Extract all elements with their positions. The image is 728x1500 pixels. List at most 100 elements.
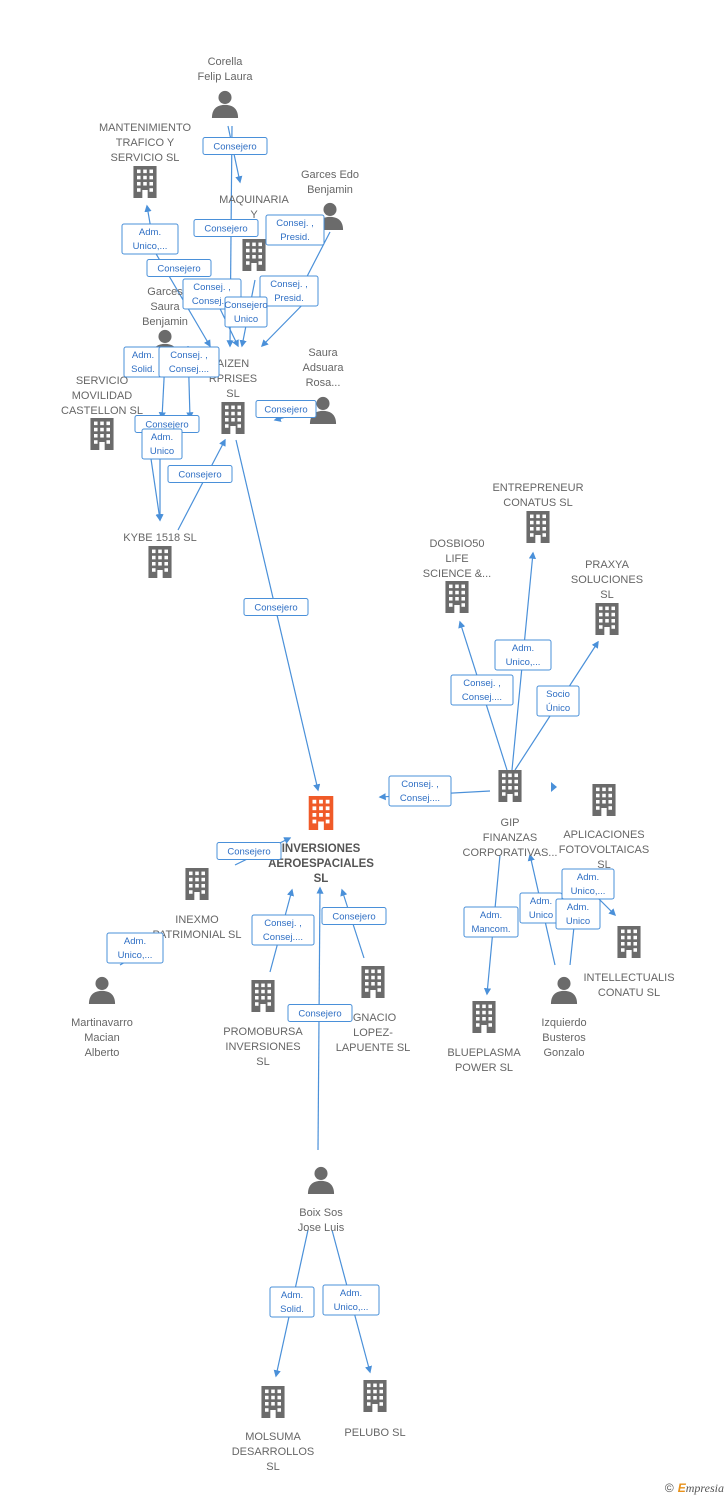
relation-label-text: Unico,... bbox=[571, 886, 606, 897]
relation-label-text: Adm. bbox=[281, 1290, 303, 1301]
node-label: CASTELLON SL bbox=[61, 405, 143, 417]
relation-label-box bbox=[255, 400, 317, 418]
relation-label-text: Consejero bbox=[254, 603, 297, 614]
relation-label[interactable]: Adm.Mancom. bbox=[463, 906, 519, 938]
relation-label[interactable]: Consejero bbox=[202, 137, 268, 155]
person-node[interactable]: SauraAdsuaraRosa... bbox=[303, 347, 345, 424]
node-label: Macian bbox=[84, 1032, 119, 1044]
relation-label-box bbox=[536, 685, 580, 717]
relation-label-text: Unico bbox=[566, 916, 590, 927]
relation-label-text: Consej.... bbox=[462, 692, 502, 703]
node-label: Garces bbox=[147, 286, 183, 298]
relation-label[interactable]: Consejero bbox=[167, 465, 233, 483]
relation-label-box bbox=[494, 639, 552, 671]
relation-label-text: Consej. , bbox=[401, 779, 439, 790]
relation-label-text: Unico bbox=[234, 314, 258, 325]
building-icon bbox=[472, 1001, 496, 1033]
relation-label[interactable]: Adm.Unico bbox=[141, 428, 183, 460]
relation-label-text: Presid. bbox=[274, 293, 304, 304]
node-label: CONATUS SL bbox=[503, 497, 572, 509]
relation-label[interactable]: Adm.Unico,... bbox=[322, 1284, 380, 1316]
relation-label[interactable]: Consejero bbox=[287, 1004, 353, 1022]
node-label: POWER SL bbox=[455, 1062, 513, 1074]
relation-label-text: Adm. bbox=[340, 1288, 362, 1299]
relation-label[interactable]: Consej. ,Consej.... bbox=[251, 914, 315, 946]
relation-label-box bbox=[121, 223, 179, 255]
building-icon bbox=[308, 796, 334, 830]
relation-label-text: Unico,... bbox=[133, 241, 168, 252]
relation-label[interactable]: Consejero bbox=[321, 907, 387, 925]
relation-label-text: Unico bbox=[150, 446, 174, 457]
relation-label[interactable]: Consejero bbox=[146, 259, 212, 277]
relation-label[interactable]: Consej. ,Presid. bbox=[265, 214, 325, 246]
relation-label-box bbox=[321, 907, 387, 925]
relation-label[interactable]: Consejero bbox=[193, 219, 259, 237]
relation-label[interactable]: Consej. ,Consej.... bbox=[450, 674, 514, 706]
relation-label[interactable]: Consejero bbox=[243, 598, 309, 616]
relation-label[interactable]: Consejero bbox=[216, 842, 282, 860]
footer-brand[interactable]: ©Empresia bbox=[665, 1481, 724, 1496]
building-icon bbox=[242, 239, 266, 271]
node-label: Gonzalo bbox=[544, 1047, 585, 1059]
relation-label[interactable]: Adm.Unico,... bbox=[494, 639, 552, 671]
node-label: SL bbox=[266, 1461, 279, 1473]
relation-label-text: Consej.... bbox=[169, 364, 209, 375]
relation-label-text: Consejero bbox=[224, 300, 267, 311]
relation-label-text: Solid. bbox=[131, 364, 155, 375]
node-label: Izquierdo bbox=[541, 1017, 586, 1029]
relation-label[interactable]: Adm. Solid. bbox=[269, 1286, 315, 1318]
relation-label-box bbox=[106, 932, 164, 964]
relation-label-text: Consejero bbox=[157, 264, 200, 275]
relation-edge bbox=[177, 438, 226, 531]
relation-label-box bbox=[251, 914, 315, 946]
relation-label-text: Solid. bbox=[280, 1304, 304, 1315]
relation-label[interactable]: Consej. ,Presid. bbox=[259, 275, 319, 307]
edges-layer bbox=[119, 125, 617, 1378]
relation-label-text: Adm. bbox=[124, 936, 146, 947]
company-node[interactable]: GIPFINANZASCORPORATIVAS... bbox=[463, 770, 558, 859]
relation-label-box bbox=[167, 465, 233, 483]
relation-label[interactable]: Consejero bbox=[255, 400, 317, 418]
relation-label-box bbox=[193, 219, 259, 237]
company-node[interactable]: PELUBO SL bbox=[344, 1380, 406, 1439]
node-label: Saura bbox=[150, 301, 180, 313]
node-label: Adsuara bbox=[303, 362, 345, 374]
company-node[interactable]: KYBE 1518 SL bbox=[123, 532, 197, 578]
relation-label-text: Consejero bbox=[332, 912, 375, 923]
relation-label[interactable]: Adm.Unico,... bbox=[121, 223, 179, 255]
relation-label[interactable]: Adm.Solid. bbox=[123, 346, 163, 378]
relation-label-text: Socio bbox=[546, 689, 570, 700]
relation-label-box bbox=[216, 842, 282, 860]
relation-label[interactable]: Consej. ,Consej.... bbox=[158, 346, 220, 378]
relation-label[interactable]: Adm.Unico,... bbox=[106, 932, 164, 964]
relation-label[interactable]: Consej. ,Consej.... bbox=[388, 775, 452, 807]
relation-label[interactable]: Adm.Unico bbox=[555, 898, 601, 930]
relation-label[interactable]: Adm.Unico,... bbox=[561, 868, 615, 900]
node-label: SL bbox=[600, 589, 613, 601]
node-label: IGNACIO bbox=[350, 1012, 397, 1024]
